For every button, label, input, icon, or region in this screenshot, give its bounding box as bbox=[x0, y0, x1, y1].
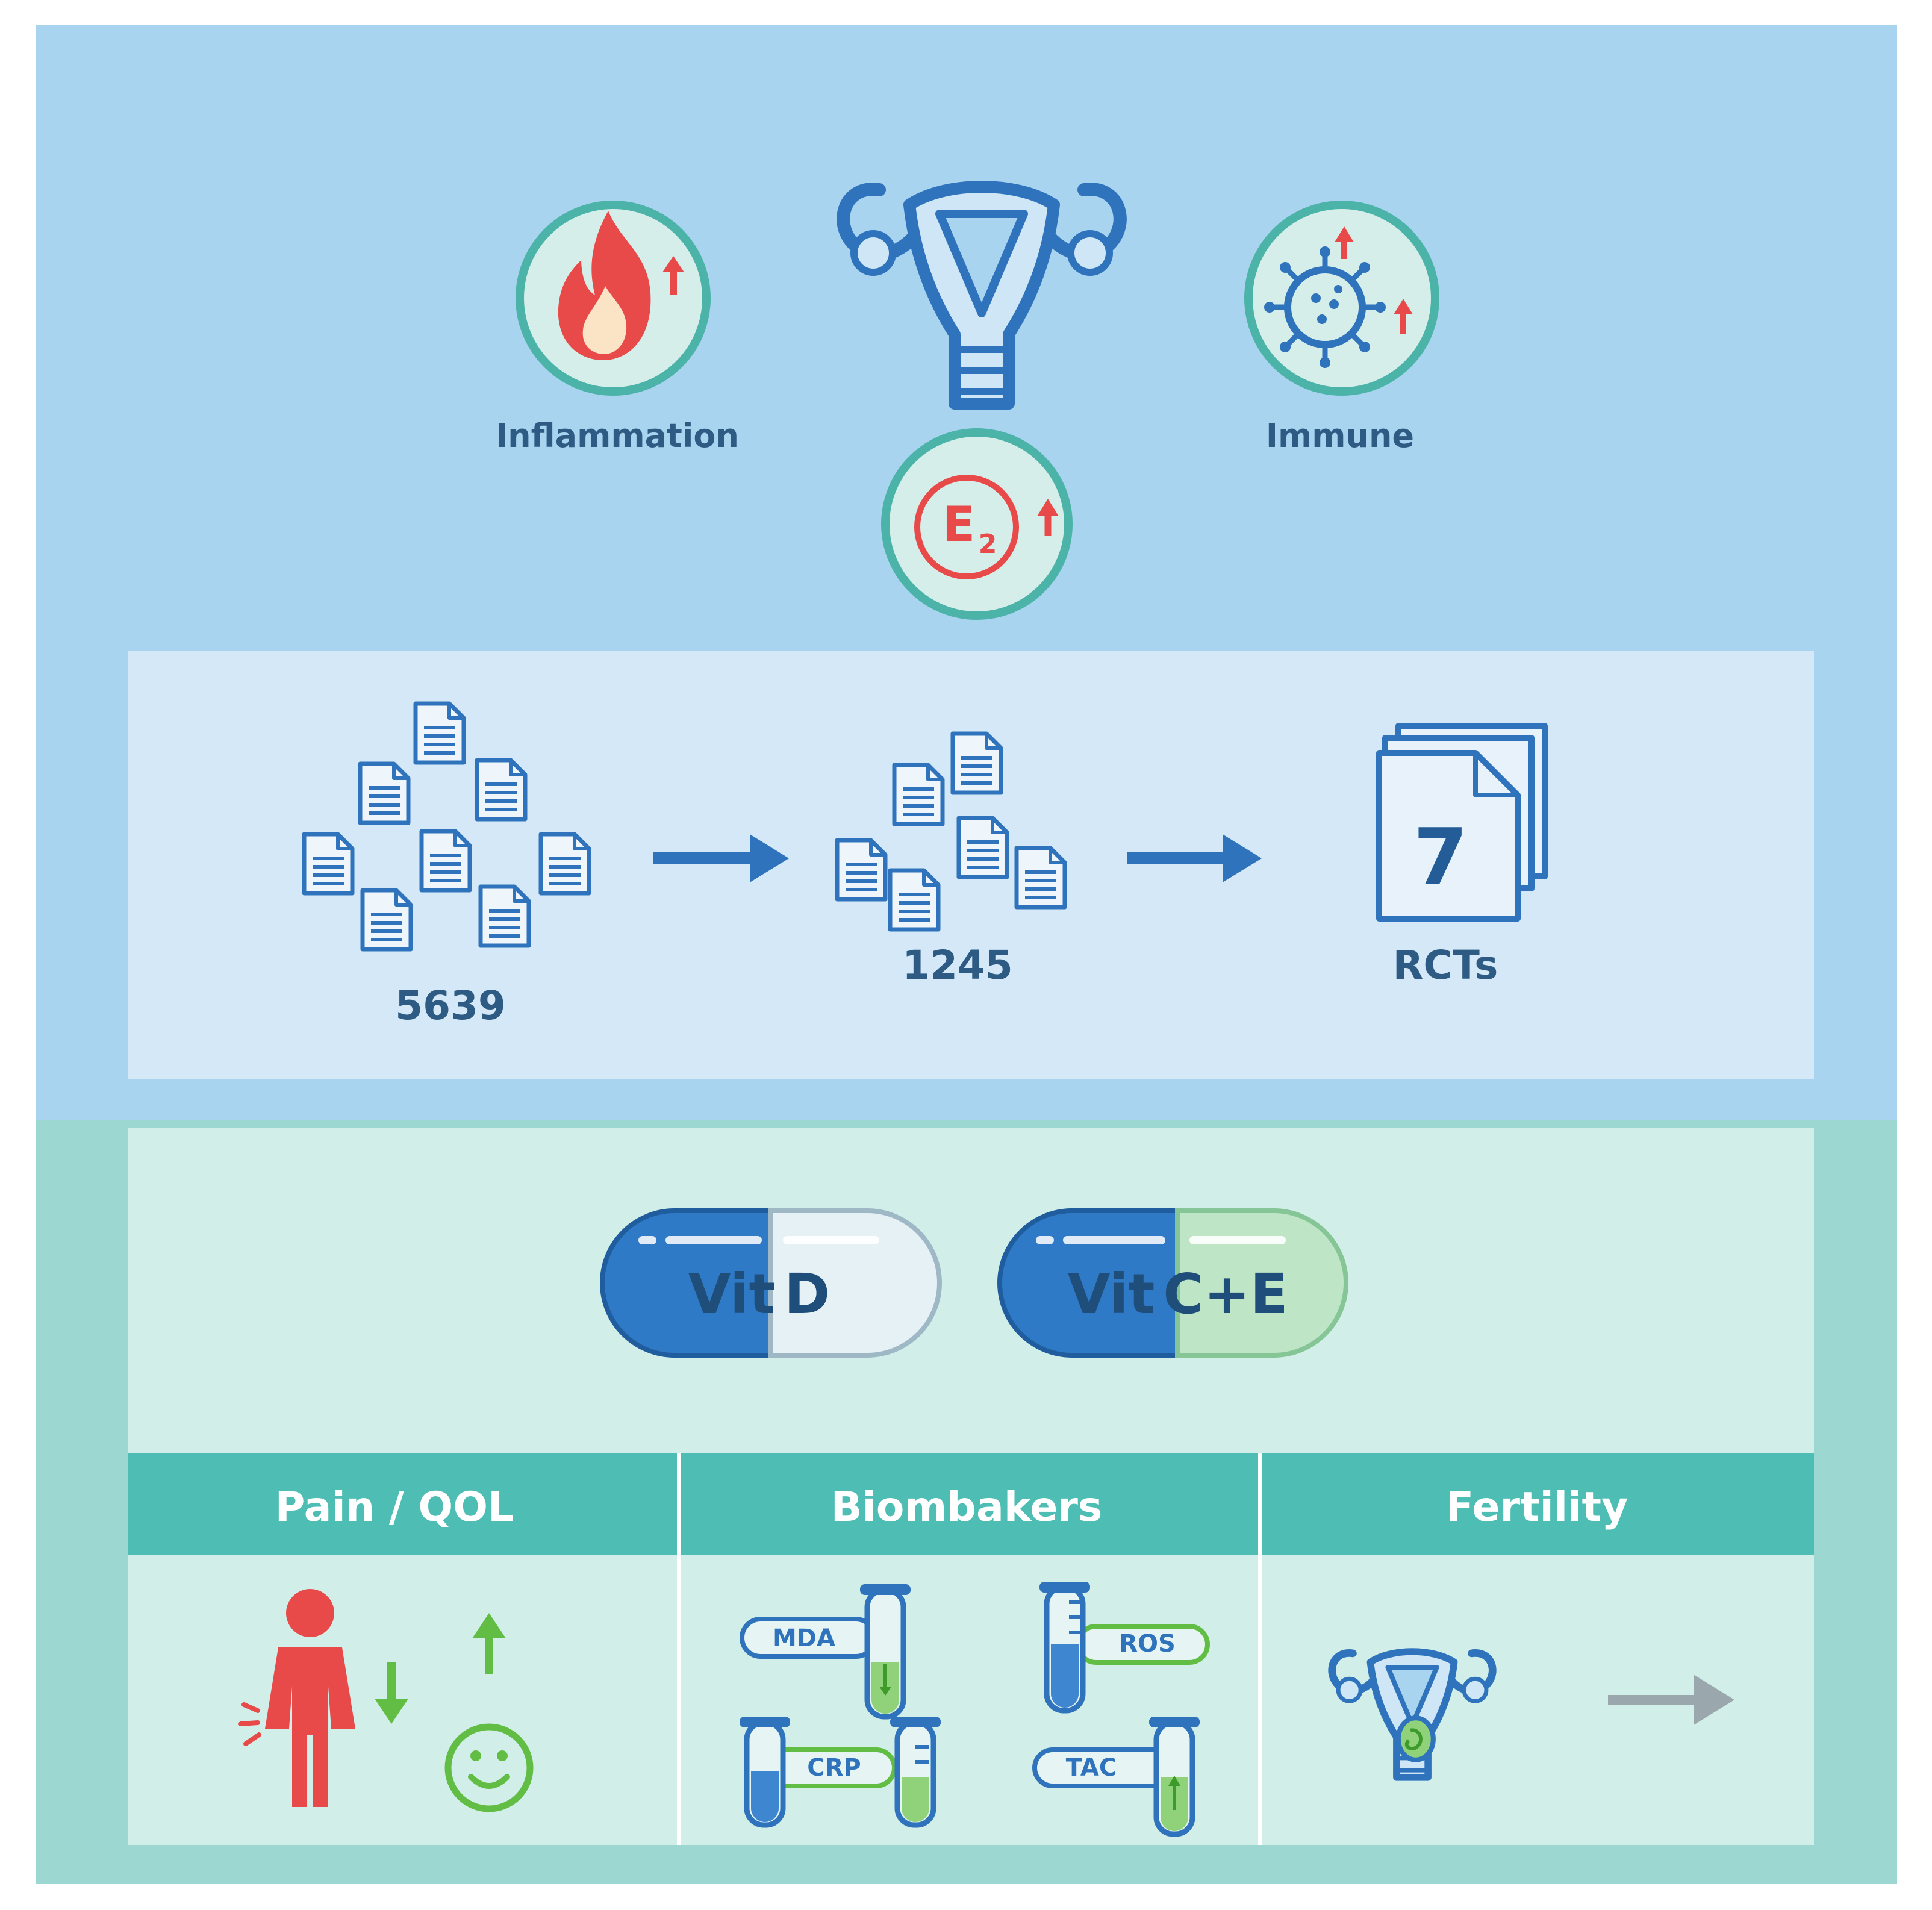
mda-test-tube-icon bbox=[740, 1584, 911, 1720]
virus-icon bbox=[1264, 246, 1386, 368]
increase-arrow-icon bbox=[1335, 226, 1413, 334]
fertility-outcome-arrow-icon bbox=[1608, 1674, 1734, 1725]
capsule-2-left-label: Vit bbox=[1067, 1262, 1155, 1326]
included-studies-count: 7 bbox=[1413, 811, 1468, 903]
flow-arrow-icon bbox=[1127, 834, 1262, 882]
immune-label: Immune bbox=[1266, 417, 1414, 455]
vitamin-d-capsule: Vit D bbox=[600, 1208, 942, 1358]
fertility-uterus-icon bbox=[1332, 1652, 1493, 1777]
records-identified-count: 5639 bbox=[395, 982, 506, 1029]
pain-decrease-arrow-icon bbox=[375, 1662, 408, 1724]
smiley-face-icon bbox=[444, 1723, 534, 1812]
estradiol-symbol: E bbox=[943, 496, 976, 552]
outcome-header-pain-qol: Pain / QOL bbox=[275, 1484, 514, 1531]
flow-arrow-icon bbox=[653, 834, 789, 882]
inflammation-badge bbox=[516, 201, 711, 396]
biomarker-label-crp: CRP bbox=[807, 1754, 861, 1782]
increase-arrow-icon bbox=[662, 256, 684, 295]
estradiol-badge: E 2 bbox=[881, 428, 1073, 620]
tac-test-tube-icon bbox=[1032, 1717, 1200, 1837]
ros-test-tube-icon bbox=[1039, 1582, 1210, 1714]
capsule-1-left-label: Vit bbox=[688, 1262, 775, 1326]
vitamin-ce-capsule: Vit C+E bbox=[997, 1208, 1348, 1358]
increase-arrow-icon bbox=[1037, 499, 1059, 536]
capsule-1-right-label: D bbox=[784, 1262, 830, 1326]
biomarker-label-ros: ROS bbox=[1119, 1630, 1176, 1658]
immune-badge bbox=[1244, 201, 1439, 396]
outcome-header-bar bbox=[128, 1453, 1814, 1555]
included-studies-label: RCTs bbox=[1393, 942, 1498, 988]
patient-pain-icon bbox=[238, 1589, 355, 1807]
inflammation-label: Inflammation bbox=[496, 417, 739, 455]
crp-test-tube-icon bbox=[740, 1717, 941, 1828]
outcome-header-fertility: Fertility bbox=[1446, 1484, 1628, 1531]
included-studies-docs-icon bbox=[1376, 723, 1548, 922]
biomarker-label-tac: TAC bbox=[1066, 1754, 1117, 1782]
qol-increase-arrow-icon bbox=[472, 1613, 506, 1674]
flame-icon bbox=[558, 211, 651, 360]
biomarker-label-mda: MDA bbox=[773, 1624, 835, 1652]
outcome-header-biomarkers: Biombakers bbox=[831, 1484, 1103, 1531]
capsule-2-right-label: C+E bbox=[1163, 1262, 1288, 1326]
estradiol-subscript: 2 bbox=[979, 529, 997, 560]
records-screened-count: 1245 bbox=[902, 942, 1013, 988]
